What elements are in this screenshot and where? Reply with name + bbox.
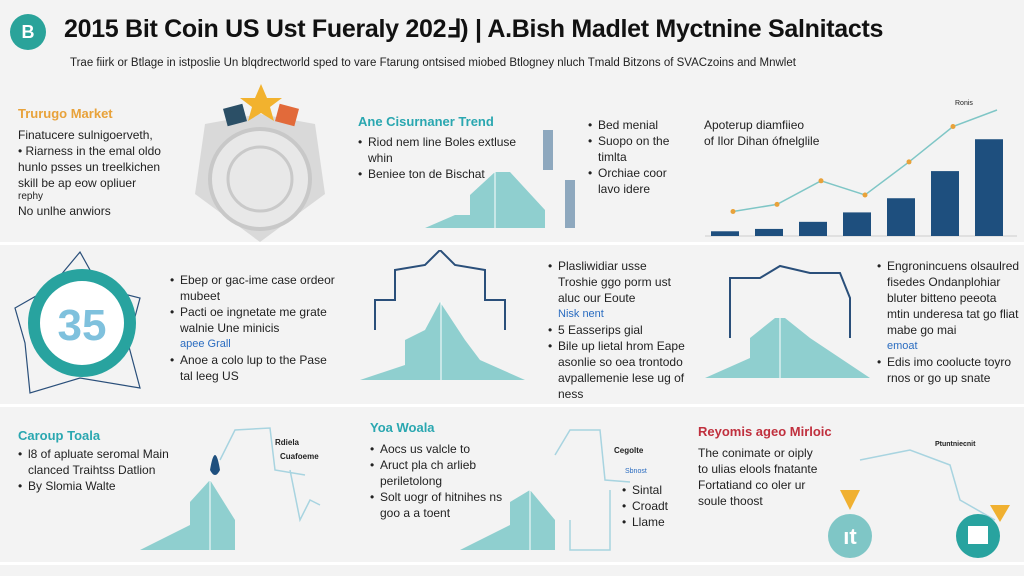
right-mid-bullet: Edis imo coolucte toyro rnos or go up sn… — [877, 354, 1022, 386]
yoa-bullet: Aocs us valcle to — [370, 441, 520, 457]
chart-bar — [975, 139, 1003, 236]
divider — [0, 562, 1024, 565]
reyomis-line: The conimate or oiply — [698, 446, 813, 460]
trend-right-bullet: Suopo on the timlta — [588, 133, 688, 165]
yoa-side-list: Sintal Croadt Llame — [622, 482, 668, 530]
chart-marker — [774, 201, 780, 207]
emblem-badge-icon — [195, 84, 325, 242]
yoa-side-item: Llame — [622, 514, 668, 530]
page-subtitle: Trae fiirk or Btlage in istposlie Un blq… — [70, 57, 796, 69]
yoa-heading: Yoa Woala — [370, 420, 435, 435]
reyomis-section: Reyomis ageo Mirloic The conimate or oip… — [698, 424, 848, 509]
right-mid-link[interactable]: emoat — [887, 340, 918, 352]
right-mid-bullet: Engronincuens olsaulred fisedes Ondanplo… — [877, 258, 1022, 338]
middle-list: Plasliwidiar usse Troshie ggo porm ust a… — [548, 258, 688, 402]
middle-bullet: Plasliwidiar usse Troshie ggo porm ust a… — [548, 258, 688, 306]
yoa-flow-graphic — [460, 429, 631, 551]
group-label: Rdiela — [275, 438, 300, 447]
page-title: 2015 Bit Coin US Ust Fueraly 202Ⅎ) | A.B… — [64, 15, 884, 43]
divider — [0, 242, 1024, 245]
yoa-label: Cegolte — [614, 446, 644, 455]
growth-bar-chart — [705, 109, 1017, 237]
gauge-list: Ebep or gac-ime case ordeor mubeet Pacti… — [170, 272, 340, 384]
svg-text:ıt: ıt — [843, 524, 857, 549]
reyomis-line: Fortatiand co oler ur — [698, 478, 806, 492]
chart-marker — [818, 178, 824, 184]
chart-bar — [799, 221, 827, 236]
yoa-side-item: Sintal — [622, 482, 668, 498]
market-section: Trurugo Market Finatucere sulnigoerveth,… — [18, 106, 198, 219]
reyomis-circle-icon — [828, 514, 872, 558]
trend-bullet: Riod nem line Boles extluse whin — [358, 134, 518, 166]
chart-marker — [730, 208, 736, 214]
reyomis-line: to ulias elools fnatante — [698, 462, 818, 476]
group-section: Caroup Toala l8 of apluate seromal Main … — [18, 428, 178, 494]
reyomis-label: Ptuntniecnit — [935, 441, 976, 448]
chart-marker — [906, 159, 912, 165]
chart-marker — [950, 124, 956, 130]
chart-caption: Apoterup diamfiieo of Ilor Dihan ófnelgl… — [704, 117, 819, 149]
market-line: rephy — [18, 191, 44, 202]
group-heading: Caroup Toala — [18, 428, 101, 443]
bitcoin-logo-icon: B — [10, 14, 46, 50]
trend-bullet: Beniee ton de Bischat — [358, 166, 518, 182]
yoa-side-item: Croadt — [622, 498, 668, 514]
right-mid-list: Engronincuens olsaulred fisedes Ondanplo… — [877, 258, 1022, 386]
chart-caption-line: of Ilor Dihan ófnelglile — [704, 134, 820, 148]
gauge-bullet: Ebep or gac-ime case ordeor mubeet — [170, 272, 340, 304]
market-line: Finatucere sulnigoerveth, — [18, 128, 153, 142]
trend-right-bullet: Orchiae coor lavo idere — [588, 165, 688, 197]
trend-mountain-graphic — [425, 130, 575, 228]
chart-bar — [711, 231, 739, 236]
trend-right-bullet: Bed menial — [588, 117, 688, 133]
group-bullet: l8 of apluate seromal Main clanced Traih… — [18, 446, 178, 478]
yoa-bullet: Aruct pla ch arlieb periletolong — [370, 457, 520, 489]
gauge-link[interactable]: apee Grall — [180, 338, 231, 350]
group-label: Cuafoeme — [280, 452, 319, 461]
chart-marker — [862, 192, 868, 198]
gauge-graphic: 35 — [14, 250, 141, 394]
chart-bar — [931, 171, 959, 236]
middle-mountain-graphic — [360, 250, 525, 380]
trend-right-list: Bed menial Suopo on the timlta Orchiae c… — [588, 117, 688, 197]
gauge-bullet: Anoe a colo lup to the Pase tal leeg US — [170, 352, 340, 384]
gauge-bullet: Pacti oe ingnetate me grate walnie Une m… — [170, 304, 340, 336]
market-heading: Trurugo Market — [18, 106, 113, 121]
divider — [0, 404, 1024, 407]
chart-peak-label: Ronis — [955, 100, 973, 107]
gauge-value: 35 — [58, 301, 107, 350]
chart-bar — [887, 198, 915, 236]
chart-caption-line: Apoterup diamfiieo — [704, 118, 805, 132]
reyomis-flow-graphic: ıt — [828, 449, 1010, 558]
right-mountain-graphic — [705, 264, 870, 378]
reyomis-heading: Reyomis ageo Mirloic — [698, 424, 832, 439]
market-line: No unlhe anwiors — [18, 204, 111, 218]
group-flow-graphic — [140, 427, 321, 550]
trend-section: Ane Cisurnaner Trend Riod nem line Boles… — [358, 114, 518, 182]
reyomis-line: soule thoost — [698, 494, 763, 508]
market-line: hunlo psses un treelkichen — [18, 160, 161, 174]
yoa-label: Sbnost — [625, 468, 647, 475]
group-bullet: By Slomia Walte — [18, 478, 178, 494]
market-line: • Riarness in the emal oldo — [18, 144, 161, 158]
trend-heading: Ane Cisurnaner Trend — [358, 114, 494, 129]
middle-bullet: Bile up lietal hrom Eape asonlie so oea … — [548, 338, 688, 402]
yoa-section: Yoa Woala Aocs us valcle to Aruct pla ch… — [370, 420, 520, 521]
chart-bar — [755, 228, 783, 236]
market-line: skill be ap eow opliuer — [18, 176, 137, 190]
middle-bullet: 5 Easserips gial — [548, 322, 688, 338]
yoa-bullet: Solt uogr of hitnihes ns goo a a toent — [370, 489, 520, 521]
middle-link[interactable]: Nisk nent — [558, 308, 604, 320]
chart-bar — [843, 212, 871, 236]
